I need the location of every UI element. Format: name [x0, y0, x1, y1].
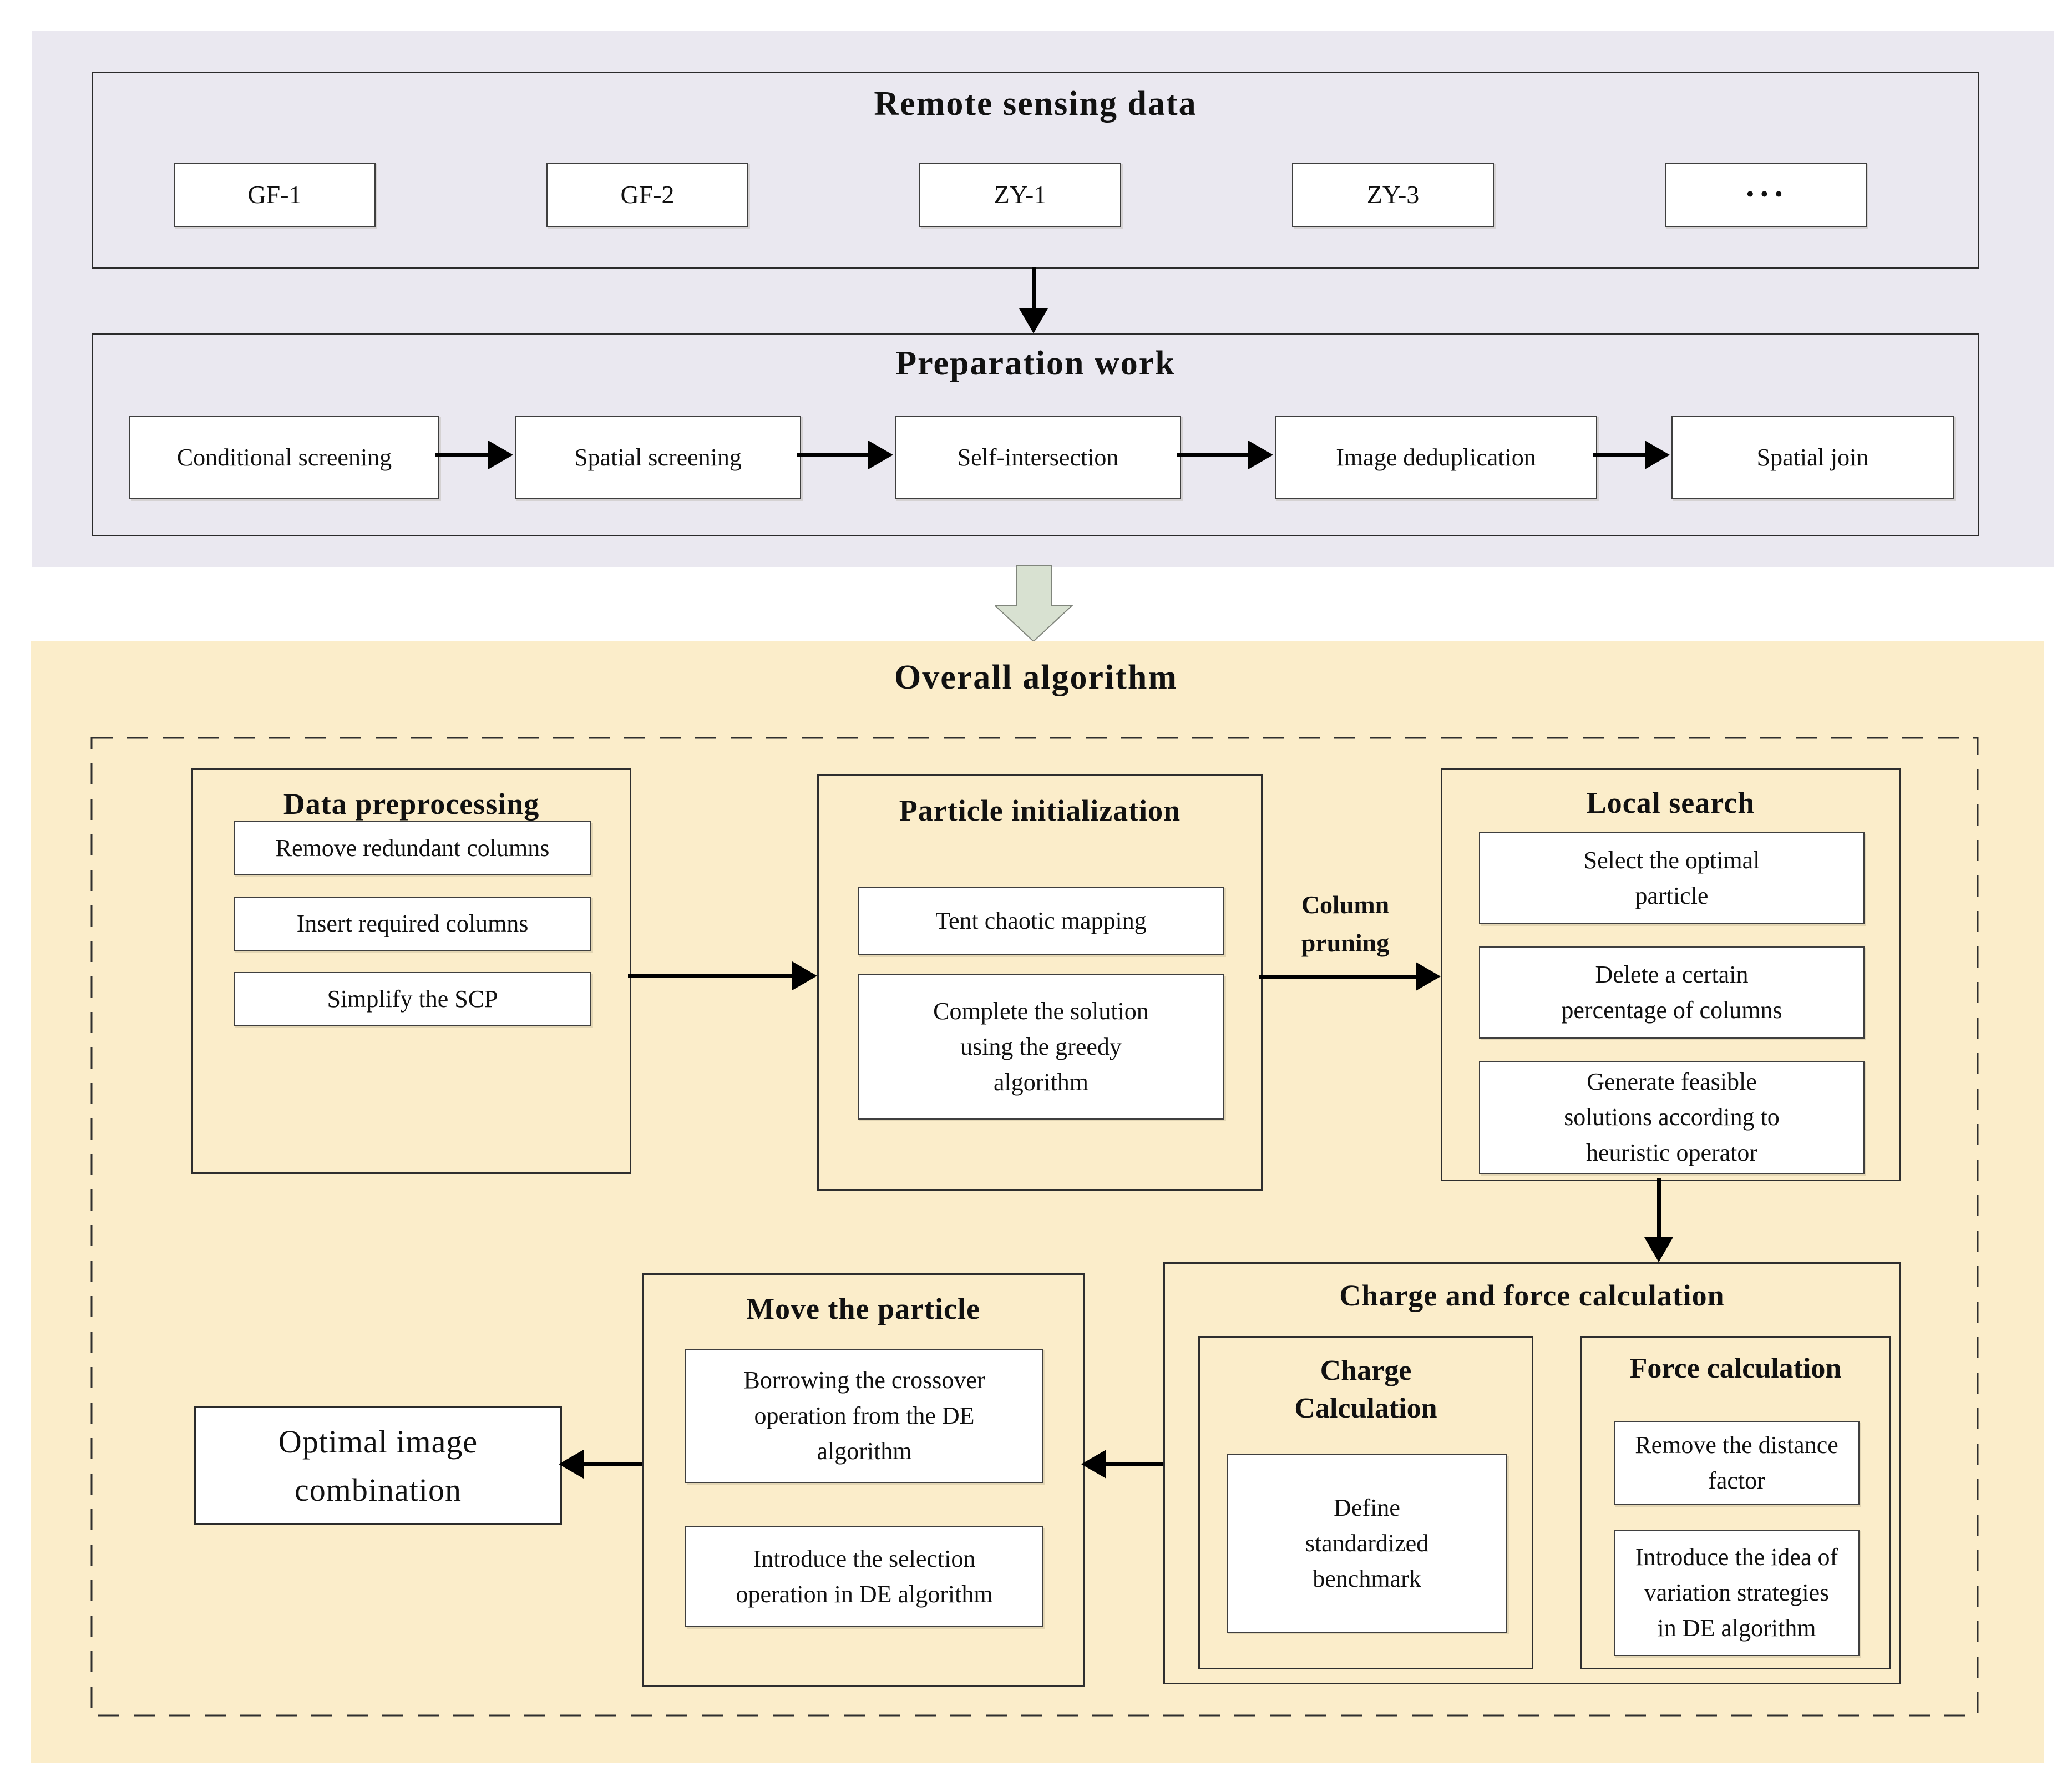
arrow-prep-3-head-icon — [1248, 441, 1273, 469]
satellite-box-zy1: ZY-1 — [919, 163, 1121, 227]
step-complete-solution-greedy: Complete the solution using the greedy a… — [858, 974, 1224, 1120]
satellite-box-gf1: GF-1 — [174, 163, 376, 227]
data-preprocessing-title: Data preprocessing — [283, 787, 540, 821]
optimal-image-combination-box: Optimal image combination — [194, 1406, 562, 1525]
arrow-move-to-optimal-line — [584, 1462, 642, 1466]
arrow-ls-to-charge-head-icon — [1644, 1237, 1673, 1262]
force-calculation-title: Force calculation — [1629, 1353, 1842, 1384]
satellite-box-zy3: ZY-3 — [1292, 163, 1494, 227]
prep-step-spatial-join: Spatial join — [1671, 416, 1954, 499]
preparation-title: Preparation work — [895, 345, 1176, 382]
arrow-ls-to-charge-line — [1657, 1178, 1661, 1237]
remote-sensing-title: Remote sensing data — [874, 85, 1197, 123]
remote-sensing-data-group: Remote sensing data GF-1 GF-2 ZY-1 ZY-3 … — [92, 72, 1979, 269]
step-delete-percentage-columns: Delete a certain percentage of columns — [1479, 946, 1865, 1039]
step-remove-redundant-columns: Remove redundant columns — [234, 821, 591, 875]
particle-initialization-group: Particle initialization Tent chaotic map… — [817, 774, 1263, 1191]
algorithm-dashed-border — [90, 737, 1979, 1717]
arrow-prep-4-head-icon — [1645, 441, 1670, 469]
charge-calculation-subgroup: Charge Calculation Define standardized b… — [1198, 1336, 1533, 1669]
move-the-particle-group: Move the particle Borrowing the crossove… — [642, 1273, 1085, 1687]
step-borrowing-crossover-de: Borrowing the crossover operation from t… — [685, 1349, 1043, 1483]
arrow-remote-to-prep-line — [1032, 267, 1036, 310]
arrow-move-to-optimal-head-icon — [559, 1450, 584, 1479]
arrow-pi-to-ls-head-icon — [1416, 962, 1441, 991]
preparation-work-group: Preparation work Conditional screening S… — [92, 333, 1979, 536]
data-preprocessing-group: Data preprocessing Remove redundant colu… — [191, 768, 631, 1174]
step-tent-chaotic-mapping: Tent chaotic mapping — [858, 887, 1224, 955]
prep-step-image-deduplication: Image deduplication — [1275, 416, 1597, 499]
particle-initialization-title: Particle initialization — [899, 794, 1181, 827]
step-generate-feasible-solutions: Generate feasible solutions according to… — [1479, 1061, 1865, 1174]
move-the-particle-title: Move the particle — [746, 1292, 980, 1325]
step-select-optimal-particle: Select the optimal particle — [1479, 832, 1865, 924]
step-insert-required-columns: Insert required columns — [234, 897, 591, 951]
arrow-pi-to-ls-line — [1259, 975, 1416, 979]
arrow-charge-to-move-line — [1106, 1462, 1163, 1466]
arrow-prep-2-head-icon — [868, 441, 893, 469]
step-define-standardized-benchmark: Define standardized benchmark — [1227, 1454, 1507, 1633]
force-calculation-subgroup: Force calculation Remove the distance fa… — [1580, 1336, 1891, 1669]
arrow-prep-1-line — [435, 453, 488, 457]
arrow-prep-1-head-icon — [488, 441, 513, 469]
charge-force-calculation-group: Charge and force calculation Charge Calc… — [1163, 1262, 1901, 1684]
column-pruning-label: Column pruning — [1301, 890, 1390, 957]
overall-algorithm-title: Overall algorithm — [894, 659, 1178, 696]
arrow-prep-2-line — [797, 453, 868, 457]
prep-step-spatial-screening: Spatial screening — [515, 416, 801, 499]
charge-force-calculation-title: Charge and force calculation — [1339, 1279, 1725, 1312]
satellite-box-ellipsis: ··· — [1665, 163, 1867, 227]
satellite-box-gf2: GF-2 — [546, 163, 748, 227]
arrow-charge-to-move-head-icon — [1081, 1450, 1106, 1479]
local-search-group: Local search Select the optimal particle… — [1441, 768, 1901, 1181]
arrow-dp-to-pi-head-icon — [792, 961, 817, 990]
step-introduce-selection-de: Introduce the selection operation in DE … — [685, 1526, 1043, 1627]
step-variation-strategies-de: Introduce the idea of variation strategi… — [1614, 1530, 1860, 1656]
prep-step-self-intersection: Self-intersection — [895, 416, 1181, 499]
charge-calculation-title: Charge Calculation — [1294, 1355, 1437, 1424]
arrow-dp-to-pi-line — [628, 974, 792, 978]
prep-step-conditional-screening: Conditional screening — [129, 416, 439, 499]
arrow-prep-4-line — [1593, 453, 1645, 457]
local-search-title: Local search — [1586, 786, 1755, 819]
step-simplify-the-scp: Simplify the SCP — [234, 972, 591, 1026]
section-transition-arrow-icon — [995, 565, 1073, 642]
arrow-prep-3-line — [1177, 453, 1248, 457]
step-remove-distance-factor: Remove the distance factor — [1614, 1421, 1860, 1505]
arrow-remote-to-prep-head-icon — [1019, 308, 1048, 333]
